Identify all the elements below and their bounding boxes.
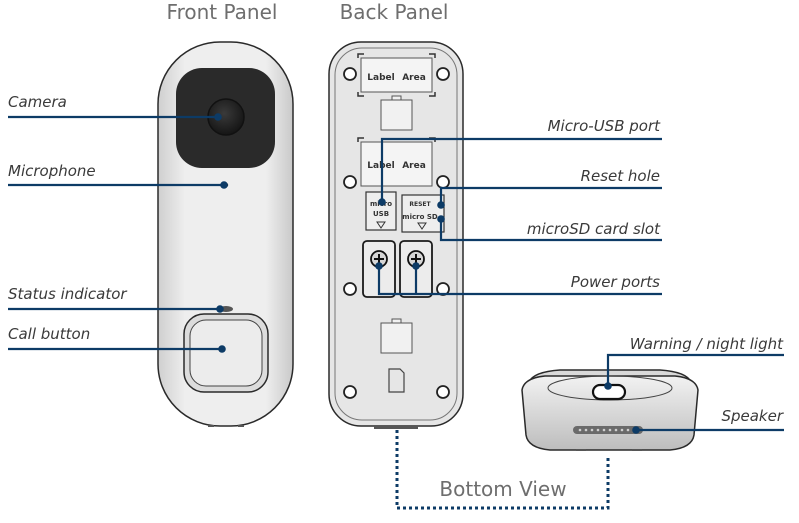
camera-label: Camera: [8, 93, 67, 111]
bottom-view-title: Bottom View: [439, 477, 566, 501]
microsd-leader: [439, 219, 662, 242]
back-panel-inner-rim: [334, 47, 458, 421]
speaker-label: Speaker: [721, 407, 783, 425]
power-ports-leader-left: [377, 266, 662, 296]
screw-hole-icon: [343, 385, 357, 399]
microsd-card-slot-label: microSD card slot: [527, 220, 661, 238]
area-text: Area: [402, 161, 426, 171]
bottom-view: [521, 369, 699, 451]
night-light-leader: [606, 353, 784, 386]
label-area-top: [360, 57, 433, 93]
micro-usb-label-line2: USB: [373, 210, 389, 218]
screw-hole-icon: [436, 385, 450, 399]
screw-hole-icon: [343, 175, 357, 189]
call-button: [189, 319, 263, 387]
back-bottom-notch: [374, 426, 418, 429]
reset-hole-label: Reset hole: [581, 167, 660, 185]
status-indicator-label: Status indicator: [8, 285, 127, 303]
speaker-grille: [573, 426, 643, 434]
triangle-down-icon: [417, 222, 427, 230]
reset-microsd-panel: [401, 194, 445, 233]
knockout-top: [380, 99, 413, 131]
back-panel: Label Area Label Area micro USB RESET mi…: [328, 41, 464, 429]
micro-sd-label: micro SD: [402, 213, 438, 221]
microphone-label: Microphone: [8, 162, 96, 180]
triangle-down-icon: [376, 221, 386, 229]
micro-usb-leader: [380, 137, 662, 202]
front-panel: [157, 41, 294, 427]
label-area-middle: [360, 141, 433, 187]
sd-card-icon: [388, 368, 405, 393]
screw-hole-icon: [436, 175, 450, 189]
bottom-view-connector: [395, 430, 610, 510]
label-text: Label: [367, 73, 394, 83]
screw-hole-icon: [343, 282, 357, 296]
bottom-view-body: [521, 375, 699, 451]
front-panel-title: Front Panel: [167, 0, 278, 24]
warning-night-light-label: Warning / night light: [630, 335, 784, 353]
screw-hole-icon: [436, 67, 450, 81]
power-ports-label: Power ports: [571, 273, 660, 291]
reset-hole-leader: [439, 186, 662, 205]
call-button-label: Call button: [8, 325, 90, 343]
reset-label: RESET: [409, 201, 431, 208]
area-text: Area: [402, 73, 426, 83]
micro-usb-port-label: Micro-USB port: [548, 117, 662, 135]
back-panel-title: Back Panel: [340, 0, 449, 24]
knockout-bottom: [380, 322, 413, 354]
screw-hole-icon: [343, 67, 357, 81]
